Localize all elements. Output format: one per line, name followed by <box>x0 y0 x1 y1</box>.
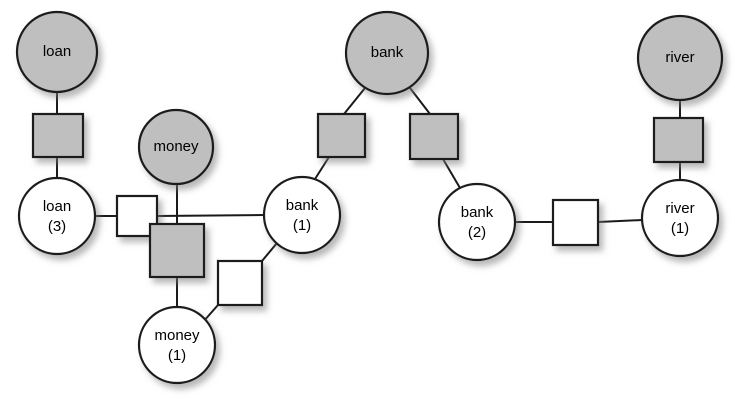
node-sublabel: (1) <box>168 347 186 364</box>
node-label: bank <box>461 204 494 221</box>
variable-nodes-layer: loan money bank river loan (3) money (1) bank (1)… <box>15 10 724 385</box>
node-sublabel: (3) <box>48 218 66 235</box>
variable-node-bank-1[interactable]: bank (1) <box>262 175 342 255</box>
node-shape <box>137 108 215 186</box>
node-shape <box>437 182 517 262</box>
node-label: money <box>154 327 200 344</box>
factor-node-f-money-bank[interactable] <box>216 259 264 307</box>
node-sublabel: (2) <box>468 224 486 241</box>
edges-layer <box>56 87 681 323</box>
node-sublabel: (1) <box>293 217 311 234</box>
factor-node-f-bank-right[interactable] <box>408 112 460 161</box>
node-shape <box>137 305 217 385</box>
variable-node-money-obs[interactable]: money <box>137 108 215 186</box>
graph-edge <box>409 87 431 115</box>
node-shape <box>636 14 724 102</box>
node-label: loan <box>43 198 71 215</box>
node-shape <box>15 10 99 94</box>
node-label: loan <box>43 43 71 60</box>
variable-node-loan-obs[interactable]: loan <box>15 10 99 94</box>
variable-node-loan-3[interactable]: loan (3) <box>17 176 97 256</box>
node-shape <box>17 176 97 256</box>
variable-node-money-1[interactable]: money (1) <box>137 305 217 385</box>
factor-node-f-money-obs[interactable] <box>148 222 206 279</box>
factor-node-f-river-obs[interactable] <box>652 116 705 164</box>
node-shape <box>344 10 430 96</box>
factor-node-f-bank-river[interactable] <box>551 198 600 247</box>
node-shape <box>262 175 342 255</box>
graph-edge <box>343 87 366 115</box>
factor-node-f-bank-left[interactable] <box>316 112 367 159</box>
graph-edge <box>597 219 643 223</box>
factor-nodes-layer <box>31 112 705 307</box>
node-label: money <box>153 138 199 155</box>
factor-node-f-loan-obs[interactable] <box>31 112 85 159</box>
node-sublabel: (1) <box>671 220 689 237</box>
variable-node-bank-2[interactable]: bank (2) <box>437 182 517 262</box>
node-label: bank <box>371 44 404 61</box>
graph-edge <box>442 158 461 189</box>
graph-edge <box>156 214 265 217</box>
node-shape <box>640 178 720 258</box>
variable-node-river-obs[interactable]: river <box>636 14 724 102</box>
graph-edge <box>314 156 330 180</box>
variable-node-river-1[interactable]: river (1) <box>640 178 720 258</box>
node-label: river <box>665 200 694 217</box>
graph-edge <box>261 242 278 262</box>
node-label: bank <box>286 197 319 214</box>
variable-node-bank-obs[interactable]: bank <box>344 10 430 96</box>
node-label: river <box>665 49 694 66</box>
